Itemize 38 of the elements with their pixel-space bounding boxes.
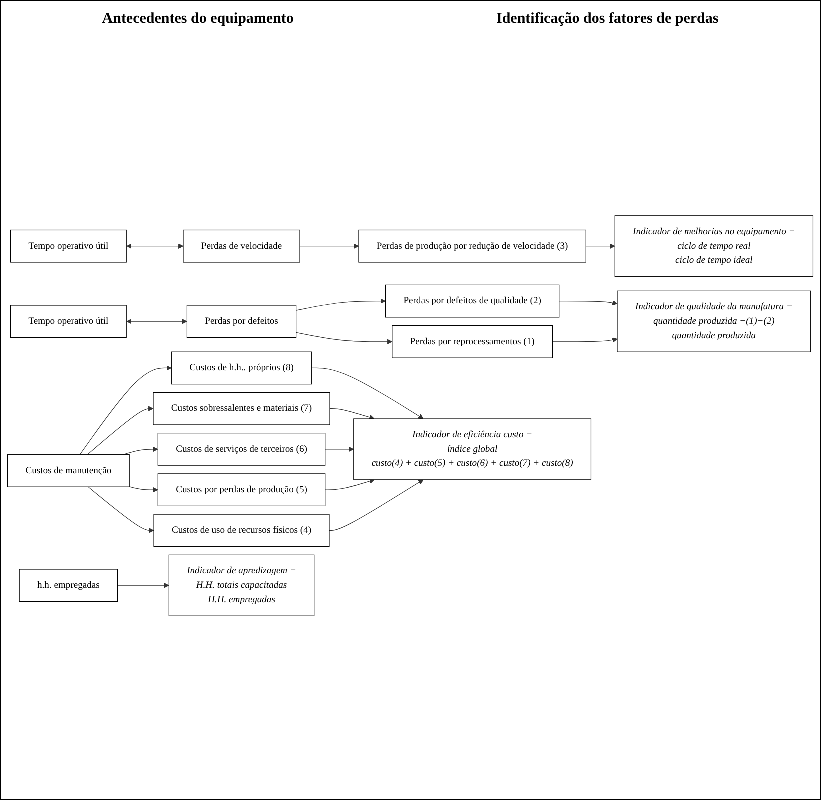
node-box: Custos de h.h.. próprios (8) xyxy=(171,351,312,384)
arrow xyxy=(87,406,154,455)
column-heading: Antecedentes do equipamento xyxy=(102,11,294,28)
arrow xyxy=(296,298,386,310)
arrow xyxy=(325,478,375,490)
node-box: Custos de serviços de terceiros (6) xyxy=(158,432,326,466)
node-box: Custos por perdas de produção (5) xyxy=(158,473,326,506)
node-box: Indicador de apredizagem = H.H. totais capacitadas H.H. empregadas xyxy=(168,554,315,616)
arrow xyxy=(329,479,424,530)
node-box: Perdas de velocidade xyxy=(183,229,300,262)
arrow xyxy=(586,243,616,248)
node-box: Perdas por reprocessamentos (1) xyxy=(392,325,554,358)
arrow xyxy=(552,337,618,342)
node-box: Perdas por defeitos xyxy=(186,304,297,338)
arrow xyxy=(300,243,360,248)
node-box: Tempo operativo útil xyxy=(10,229,127,262)
arrow xyxy=(80,365,172,455)
arrow xyxy=(296,332,393,344)
arrow xyxy=(126,318,188,324)
node-box: h.h. empregadas xyxy=(19,568,118,602)
node-box: Custos sobressalentes e materiais (7) xyxy=(153,392,330,425)
arrow xyxy=(325,446,354,452)
arrow xyxy=(559,300,618,306)
node-box: Perdas por defeitos de qualidade (2) xyxy=(385,284,560,318)
node-box: Custos de manutenção xyxy=(7,454,130,487)
node-box: Indicador de qualidade da manufatura = quantidade produzida −(1)−(2) quantidade produzida xyxy=(617,290,812,352)
arrow xyxy=(129,486,158,492)
node-box: Indicador de melhorias no equipamento = ciclo de tempo real ciclo de tempo ideal xyxy=(614,215,814,277)
arrow xyxy=(88,486,154,533)
node-box: Tempo operativo útil xyxy=(10,304,127,338)
arrow xyxy=(330,408,375,420)
node-box: Custos de uso de recursos físicos (4) xyxy=(154,514,330,547)
arrow xyxy=(312,367,424,419)
column-heading: Identificação dos fatores de perdas xyxy=(496,11,719,28)
arrow xyxy=(126,243,184,248)
node-box: Indicador de eficiência custo = índice global custo(4) + custo(5) + custo(6) + custo(7) + custo(8) xyxy=(354,418,592,480)
node-box: Perdas de produção por redução de velocidade (3) xyxy=(358,229,586,262)
arrow xyxy=(118,582,170,588)
